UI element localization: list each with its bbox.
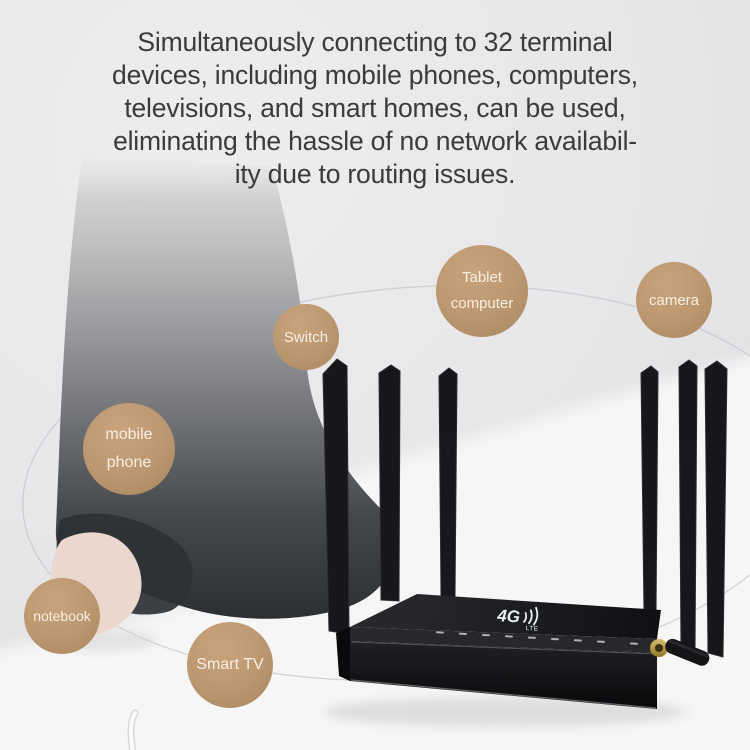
label-tablet-computer: Tablet computer	[436, 245, 528, 337]
antenna-6	[704, 360, 728, 658]
white-cable	[127, 709, 139, 750]
logo-main-text: 4G	[496, 606, 521, 627]
heading-line-1: Simultaneously connecting to 32 terminal	[137, 27, 613, 57]
label-text: camera	[648, 291, 700, 309]
label-text: Tablet	[461, 269, 503, 286]
heading-line-4: eliminating the hassle of no network ava…	[113, 126, 637, 156]
led-marks	[435, 631, 638, 645]
router-front-face	[350, 641, 657, 709]
heading-line-5: ity due to routing issues.	[234, 159, 516, 189]
label-text: Smart TV	[196, 656, 264, 673]
router-logo: 4G LTE	[496, 606, 539, 633]
label-mobile-phone: mobile phone	[83, 403, 175, 495]
label-text: computer	[450, 295, 514, 312]
router-body: 4G LTE	[336, 594, 661, 709]
antenna-2	[378, 364, 401, 602]
label-switch: Switch	[273, 304, 339, 370]
label-text: notebook	[33, 608, 91, 624]
label-camera: camera	[636, 262, 712, 338]
router-top-face	[350, 594, 661, 639]
led-indicator-strip	[350, 627, 657, 653]
label-text: mobile	[105, 426, 153, 443]
external-antenna	[665, 638, 710, 666]
signal-arcs-icon	[523, 606, 539, 626]
heading-line-3: televisions, and smart homes, can be use…	[124, 93, 626, 123]
antenna-5	[678, 359, 698, 653]
heading-line-2: devices, including mobile phones, comput…	[112, 60, 638, 90]
antenna-3	[438, 367, 458, 598]
antenna-4	[640, 365, 659, 615]
antenna-1	[322, 358, 350, 635]
logo-sub-text: LTE	[525, 625, 539, 633]
external-antenna-assembly	[650, 638, 710, 666]
label-smart-tv: Smart TV	[187, 622, 273, 708]
router-shadow	[323, 697, 687, 727]
label-text: phone	[106, 454, 152, 471]
heading-text: Simultaneously connecting to 32 terminal…	[0, 26, 750, 191]
label-text: Switch	[283, 328, 329, 346]
label-notebook: notebook	[24, 578, 100, 654]
